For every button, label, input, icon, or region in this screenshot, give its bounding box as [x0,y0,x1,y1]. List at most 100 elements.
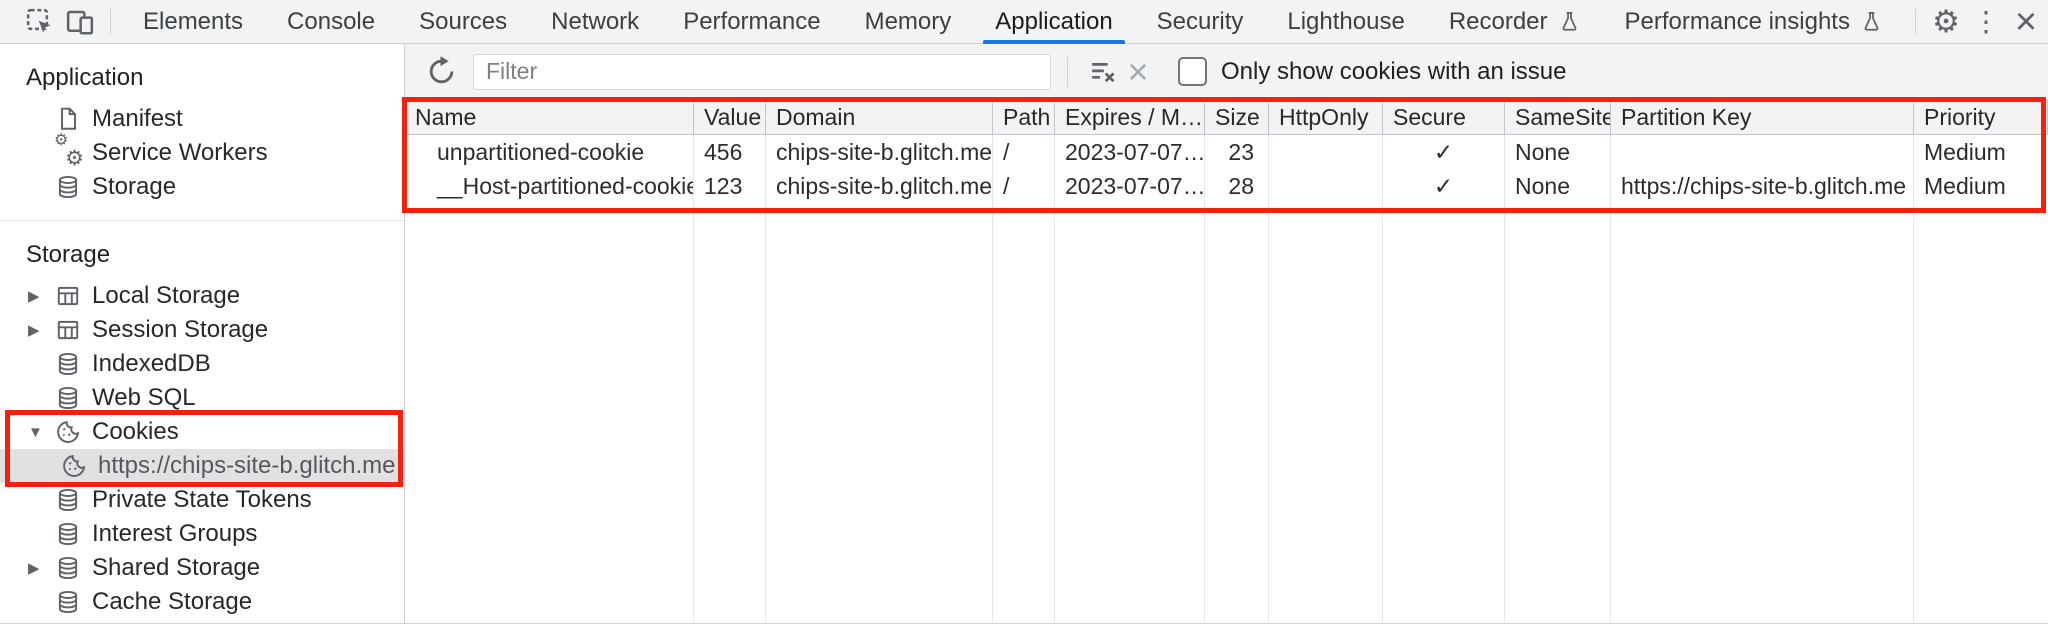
tab-sources[interactable]: Sources [419,7,508,35]
tab-network[interactable]: Network [551,7,640,35]
chevron-right-icon[interactable]: ▶ [28,322,40,339]
sidebar-item-cache-storage[interactable]: Cache Storage [0,585,404,619]
cookie-row-cell[interactable]: Medium [1924,173,2006,199]
cookie-icon [55,419,81,445]
sidebar-item-storage[interactable]: Storage [0,170,404,204]
grid-filler [1269,203,1383,622]
sidebar-item-private-state-tokens[interactable]: Private State Tokens [0,483,404,517]
cookie-row-cell[interactable]: None [1505,169,1611,203]
cookie-table: Name Value Domain Path Expires / M… Size… [405,100,2048,623]
device-toolbar-icon[interactable] [60,2,100,42]
inspect-element-icon[interactable] [20,2,60,42]
grid-filler [1055,203,1205,622]
sidebar-item-local-storage[interactable]: ▶ Local Storage [28,282,241,309]
settings-gear-icon[interactable]: ⚙ [1932,4,1960,39]
tab-recorder[interactable]: Recorder [1427,0,1603,44]
database-icon [55,555,81,581]
only-show-issue-label: Only show cookies with an issue [1221,57,1567,85]
document-icon [55,106,81,132]
cookie-row-cell[interactable]: unpartitioned-cookie [405,135,694,169]
tab-application[interactable]: Application [973,0,1134,44]
sidebar-item-cookies[interactable]: ▼ Cookies [28,418,179,445]
cookie-row-cell[interactable]: __Host-partitioned-cookie [405,169,694,203]
cookie-row-cell[interactable]: chips-site-b.glitch.me [766,169,993,203]
delete-selected-icon[interactable]: × [1127,50,1149,92]
application-panel: Application Manifest ⚙⚙ Service Workers … [0,44,2048,623]
sidebar-item-cookie-origin[interactable]: https://chips-site-b.glitch.me [0,449,404,483]
cookie-row-cell[interactable] [1269,169,1383,203]
sidebar-item-service-workers[interactable]: ⚙⚙ Service Workers [54,132,268,170]
cookie-row-cell[interactable]: 2023-07-07… [1055,135,1205,169]
devtools-tabbar: Elements Console Sources Network Perform… [0,0,2048,44]
cookie-row-cell[interactable] [1611,135,1914,169]
tab-console[interactable]: Console [287,7,376,35]
column-header-partition-key[interactable]: Partition Key [1611,100,1914,135]
cookie-row-cell[interactable]: 28 [1205,169,1269,203]
tab-elements[interactable]: Elements [143,7,244,35]
table-icon [55,283,81,309]
cookie-row-cell[interactable]: https://chips-site-b.glitch.me [1611,169,1914,203]
sidebar-item-session-storage[interactable]: ▶ Session Storage [28,316,269,343]
toolbar-divider [1067,56,1068,87]
column-header-expires[interactable]: Expires / M… [1055,100,1205,135]
column-header-domain[interactable]: Domain [766,100,993,135]
database-icon [55,487,81,513]
database-icon [55,589,81,615]
chevron-down-icon[interactable]: ▼ [28,423,43,441]
column-header-path[interactable]: Path [993,100,1055,135]
cookie-row-cell[interactable]: chips-site-b.glitch.me [766,135,993,169]
tab-security[interactable]: Security [1156,7,1244,35]
grid-filler [1505,203,1611,622]
clear-filter-icon[interactable] [1084,54,1120,90]
cookie-row-cell-secure-check[interactable]: ✓ [1383,169,1505,203]
cookies-panel: × Only show cookies with an issue Name V… [405,44,2048,623]
application-sidebar: Application Manifest ⚙⚙ Service Workers … [0,44,405,623]
cookie-row-cell[interactable]: None [1505,135,1611,169]
sidebar-item-shared-storage[interactable]: ▶ Shared Storage [28,554,261,581]
database-icon [55,521,81,547]
column-header-secure[interactable]: Secure [1383,100,1505,135]
column-header-samesite[interactable]: SameSite [1505,100,1611,135]
cookie-row-cell[interactable]: / [993,135,1055,169]
chevron-right-icon[interactable]: ▶ [28,560,40,577]
column-header-value[interactable]: Value [694,100,766,135]
experiment-flask-icon [1860,8,1883,35]
sidebar-item-web-sql[interactable]: Web SQL [0,381,404,415]
tabbar-divider [110,8,111,35]
tabbar-right-controls: ⚙ ⋮ × [1905,2,2048,42]
cookie-row-cell[interactable]: 456 [694,135,766,169]
service-workers-gears-icon: ⚙⚙ [54,132,84,170]
cookie-row-cell[interactable]: 123 [694,169,766,203]
refresh-icon[interactable] [423,54,459,90]
tab-lighthouse[interactable]: Lighthouse [1287,7,1405,35]
grid-filler [405,203,694,622]
sidebar-item-manifest[interactable]: Manifest [0,102,404,136]
tab-memory[interactable]: Memory [864,7,952,35]
tab-performance-insights[interactable]: Performance insights [1603,0,1905,44]
column-header-httponly[interactable]: HttpOnly [1269,100,1383,135]
grid-filler [1383,203,1505,622]
close-devtools-icon[interactable]: × [2014,0,2038,43]
grid-filler [694,203,766,622]
more-options-kebab-icon[interactable]: ⋮ [1971,5,2000,37]
cookie-row-cell-secure-check[interactable]: ✓ [1383,135,1505,169]
only-show-issue-checkbox[interactable] [1178,57,1207,86]
column-header-name[interactable]: Name [405,100,694,135]
tab-performance[interactable]: Performance [683,7,821,35]
sidebar-section-storage: Storage [26,241,111,268]
grid-filler [1205,203,1269,622]
cookie-row-cell[interactable]: / [993,169,1055,203]
cookie-row-cell[interactable]: 2023-07-07… [1055,169,1205,203]
chevron-right-icon[interactable]: ▶ [28,288,40,305]
cookie-row-cell[interactable]: 23 [1205,135,1269,169]
grid-filler [1914,203,2048,622]
sidebar-item-indexeddb[interactable]: IndexedDB [0,347,404,381]
column-header-priority[interactable]: Priority [1914,100,2048,135]
cookie-row-cell[interactable]: Medium [1924,139,2006,165]
column-header-size[interactable]: Size [1205,100,1269,135]
cookie-row-cell[interactable] [1269,135,1383,169]
sidebar-item-interest-groups[interactable]: Interest Groups [0,517,404,551]
filter-input[interactable] [473,53,1051,90]
panel-tabs: Elements Console Sources Network Perform… [121,0,1905,44]
